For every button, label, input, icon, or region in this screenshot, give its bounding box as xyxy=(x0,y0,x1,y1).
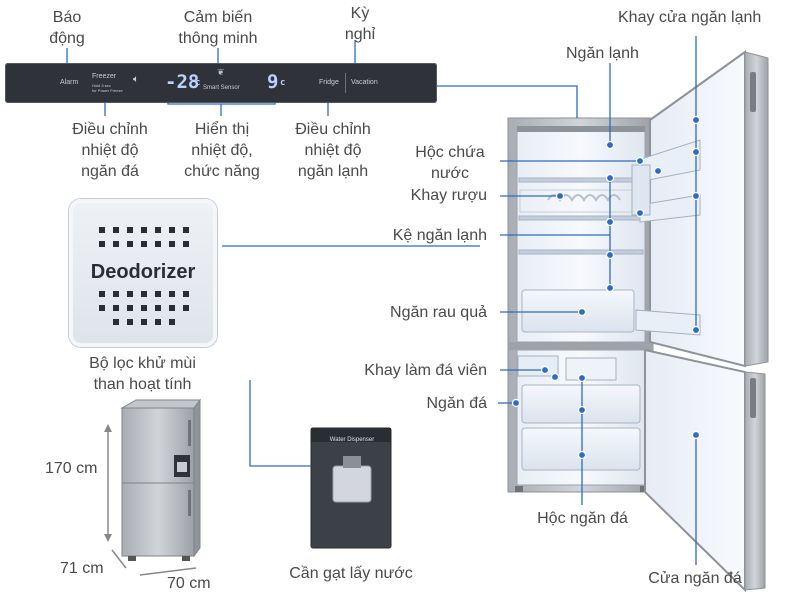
label-alarm: Báo động xyxy=(49,9,85,47)
label-fridge-compartment: Ngăn lạnh xyxy=(566,45,639,62)
water-dispenser-illustration xyxy=(310,427,392,549)
fridge-temp-unit: c xyxy=(280,78,286,88)
leaf-icon: ❦ xyxy=(217,67,225,77)
label-depth: 71 cm xyxy=(60,560,104,577)
label-vacation: Kỳ nghỉ xyxy=(344,5,376,43)
label-smart-sensor: Cảm biến thông minh xyxy=(178,9,258,47)
dispenser-text: Water Dispenser xyxy=(329,437,375,443)
panel-smart-sensor-text: Smart Sensor xyxy=(203,85,240,91)
panel-fridge-text: Fridge xyxy=(319,79,339,86)
panel-alarm-text: Alarm xyxy=(60,79,79,86)
label-fridge-shelf: Kệ ngăn lạnh xyxy=(392,227,487,244)
fridge-large-illustration xyxy=(507,50,769,593)
label-height: 170 cm xyxy=(45,460,98,477)
freezer-temp-unit: c xyxy=(195,78,201,88)
label-vegetable-drawer: Ngăn rau quả xyxy=(390,304,487,321)
label-wine-tray: Khay rượu xyxy=(410,187,487,204)
label-fridge-door-tray: Khay cửa ngăn lạnh xyxy=(618,9,762,26)
label-freezer-door: Cửa ngăn đá xyxy=(648,570,742,587)
label-deodorizer-filter: Bộ lọc khử mùi than hoạt tính xyxy=(89,355,196,393)
label-water-lever: Cần gạt lấy nước xyxy=(289,565,413,582)
fridge-temp-display: 9 xyxy=(267,71,279,93)
label-display: Hiển thị nhiệt độ, chức năng xyxy=(184,121,260,180)
deodorizer-text: Deodorizer xyxy=(90,261,196,283)
control-panel: Alarm Freezer Hold 3 sec for Power Freez… xyxy=(5,63,437,103)
speaker-icon: 🔈︎ xyxy=(133,74,139,85)
panel-freezer-text: Freezer xyxy=(92,73,117,80)
callout-dots xyxy=(511,115,701,460)
label-freezer-adjust: Điều chỉnh nhiệt độ ngăn đá xyxy=(72,121,148,180)
label-width: 70 cm xyxy=(167,575,211,592)
panel-divider xyxy=(345,73,346,93)
label-freezer-compartment: Ngăn đá xyxy=(426,395,488,412)
freezer-temp-display: -28 xyxy=(165,71,200,93)
deodorizer-holes xyxy=(99,227,189,325)
label-ice-tray: Khay làm đá viên xyxy=(364,362,487,379)
fridge-small-illustration xyxy=(104,398,201,576)
panel-freezer-sub-text: Hold 3 sec for Power Freeze xyxy=(92,83,123,93)
deodorizer-filter-image: Deodorizer xyxy=(69,199,217,347)
label-water-tank: Hộc chứa nước xyxy=(415,144,485,182)
label-freezer-drawer: Hộc ngăn đá xyxy=(537,510,628,527)
label-fridge-adjust: Điều chỉnh nhiệt độ ngăn lạnh xyxy=(295,121,371,180)
panel-vacation-text: Vacation xyxy=(351,79,378,86)
